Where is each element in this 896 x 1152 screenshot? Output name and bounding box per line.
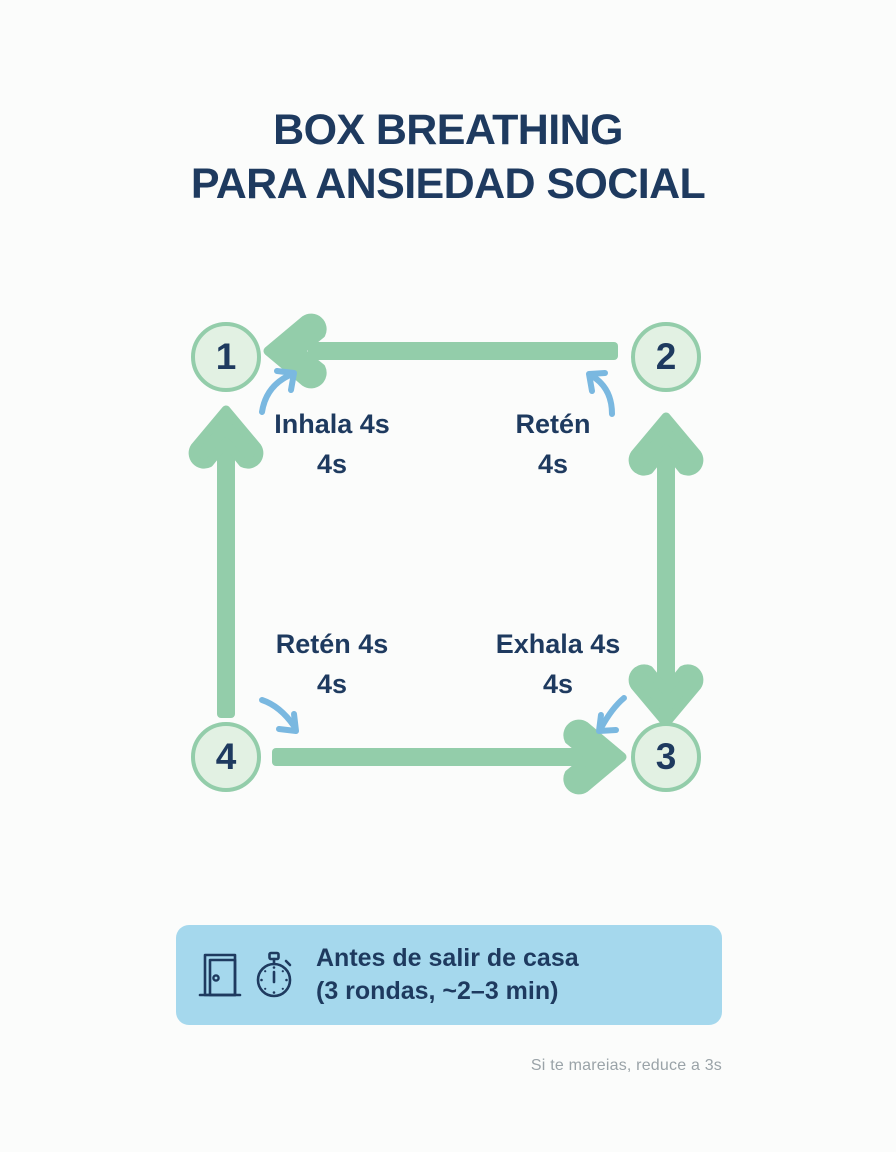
step-label-inhala: Inhala 4s 4s — [222, 405, 442, 485]
page-title: BOX BREATHING PARA ANSIEDAD SOCIAL — [0, 104, 896, 212]
footnote-text: Si te mareias, reduce a 3s — [530, 1057, 722, 1074]
callout-icon-group — [198, 949, 298, 1001]
step-label-inhala-line1: Inhala 4s — [274, 409, 390, 439]
step-node-2-number: 2 — [655, 335, 677, 377]
step-label-reten-bottom: Retén 4s 4s — [222, 625, 442, 705]
step-node-3-number: 3 — [655, 735, 677, 777]
step-node-4-number: 4 — [215, 735, 237, 777]
step-node-1[interactable]: 1 — [191, 322, 261, 392]
step-label-exhala-line1: Exhala 4s — [495, 629, 621, 659]
arrow-bottom-rightward — [272, 719, 627, 795]
arrow-top-leftward — [263, 313, 618, 389]
callout-text: Antes de salir de casa (3 rondas, ~2–3 m… — [316, 942, 579, 1008]
step-node-4[interactable]: 4 — [191, 722, 261, 792]
step-label-reten-top-line1: Retén — [515, 409, 591, 439]
callout-line-1: Antes de salir de casa — [316, 944, 579, 972]
step-label-inhala-line2: 4s — [316, 448, 348, 479]
callout-line-2: (3 rondas, ~2–3 min) — [316, 977, 559, 1005]
stopwatch-icon — [256, 951, 292, 998]
step-label-reten-bottom-line1: Retén 4s — [275, 629, 389, 659]
step-label-reten-bottom-line2: 4s — [316, 668, 348, 699]
callout-banner: Antes de salir de casa (3 rondas, ~2–3 m… — [176, 925, 722, 1025]
step-label-reten-top-line2: 4s — [537, 448, 569, 479]
title-line-1: BOX BREATHING — [273, 106, 623, 154]
step-label-exhala-line2: 4s — [542, 668, 574, 699]
title-line-2: PARA ANSIEDAD SOCIAL — [190, 159, 706, 208]
step-node-1-number: 1 — [215, 335, 237, 377]
step-label-exhala: Exhala 4s 4s — [448, 625, 668, 705]
step-node-2[interactable]: 2 — [631, 322, 701, 392]
door-icon — [198, 953, 242, 997]
step-label-reten-top: Retén 4s — [443, 405, 663, 485]
step-node-3[interactable]: 3 — [631, 722, 701, 792]
